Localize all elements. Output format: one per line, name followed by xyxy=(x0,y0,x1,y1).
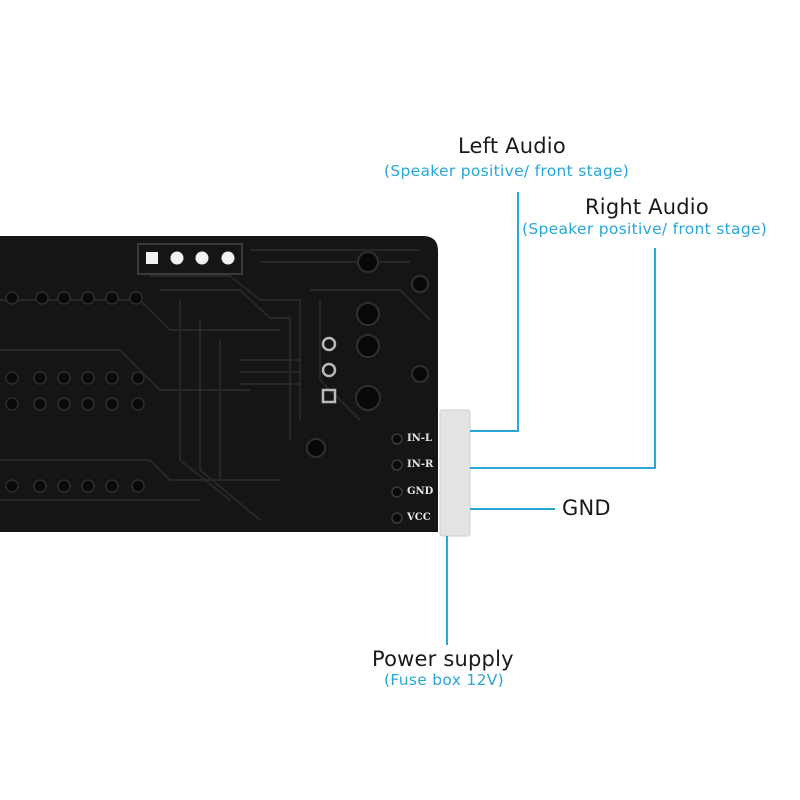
pcb-traces xyxy=(0,249,431,521)
power-supply-note: (Fuse box 12V) xyxy=(384,671,504,689)
led-pin-rows xyxy=(5,291,145,493)
pin-label-vcc: VCC xyxy=(407,512,431,523)
gnd-title: GND xyxy=(562,496,611,520)
left-audio-note: (Speaker positive/ front stage) xyxy=(384,162,630,180)
power-supply-title: Power supply xyxy=(372,647,514,671)
right-audio-note: (Speaker positive/ front stage) xyxy=(522,220,768,238)
right-audio-title: Right Audio xyxy=(585,195,709,219)
pin-label-gnd: GND xyxy=(407,486,434,497)
pin-markers xyxy=(391,433,403,524)
leader-lines xyxy=(446,192,656,645)
leader-line-right-audio xyxy=(470,248,656,469)
header-pads xyxy=(137,243,243,275)
left-audio-title: Left Audio xyxy=(458,134,566,158)
wire-connector xyxy=(439,409,471,537)
through-holes xyxy=(321,336,337,404)
components xyxy=(306,251,429,458)
pin-label-in-l: IN-L xyxy=(407,433,432,444)
pin-label-in-r: IN-R xyxy=(407,459,434,470)
leader-line-left-audio xyxy=(470,192,519,432)
